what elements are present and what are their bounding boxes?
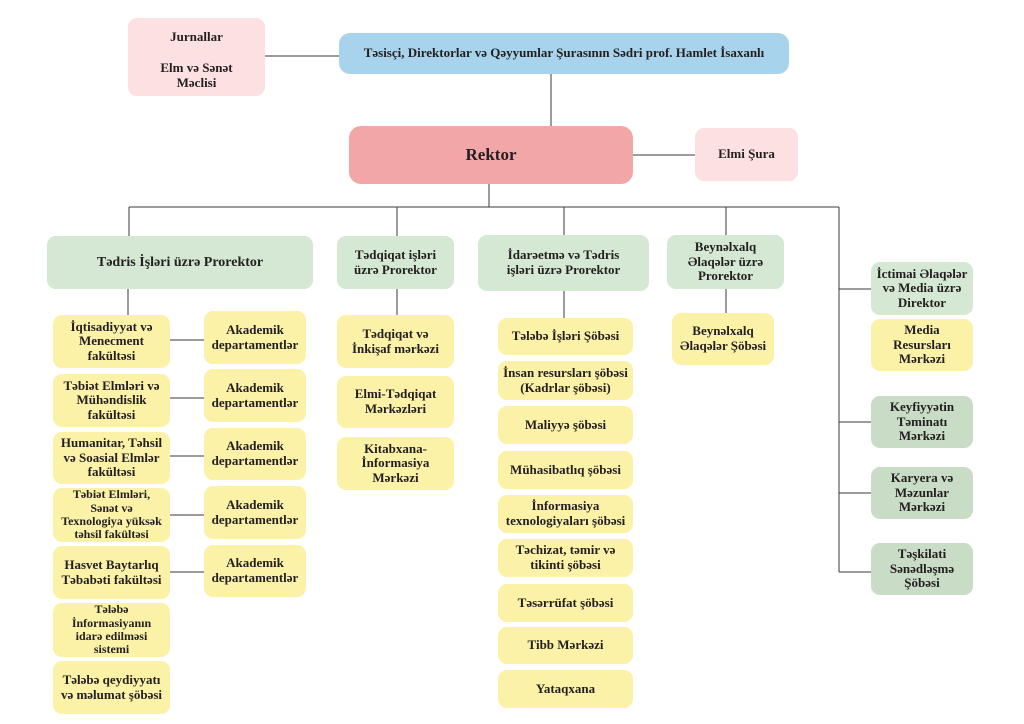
box-vice-rector-international: Beynəlxalq Əlaqələr üzrə Prorektor [667, 235, 784, 289]
box-faculty-natural-sciences-engineering: Təbiət Elmləri və Mühəndislik fakültəsi [53, 374, 170, 427]
box-vice-rector-administration: İdarəetmə və Tədris işləri üzrə Prorekto… [478, 235, 649, 291]
box-dormitory: Yataqxana [498, 670, 633, 708]
box-student-information-system: Tələbə İnformasiyanın idarə edilməsi sis… [53, 602, 170, 657]
box-organizational-documentation: Təşkilati Sənədləşmə Şöbəsi [871, 543, 973, 595]
box-student-affairs: Tələbə İşləri Şöbəsi [498, 318, 633, 355]
box-international-relations-office: Beynəlxalq Əlaqələr Şöbəsi [672, 313, 774, 365]
box-library-information-center: Kitabxana- İnformasiya Mərkəzi [337, 437, 454, 490]
box-quality-assurance-center: Keyfiyyətin Təminatı Mərkəzi [871, 396, 973, 448]
box-director-public-relations: İctimai Əlaqələr və Media üzrə Direktor [871, 262, 973, 315]
box-faculty-humanities: Humanitar, Təhsil və Soasial Elmlər fakü… [53, 432, 170, 484]
box-procurement-construction: Təchizat, təmir və tikinti şöbəsi [498, 539, 633, 577]
box-medical-center: Tibb Mərkəzi [498, 627, 633, 664]
box-student-registration: Tələbə qeydiyyatı və məlumat şöbəsi [53, 661, 170, 714]
box-faculty-natural-sciences-arts: Təbiət Elmləri, Sənət və Texnologiya yük… [53, 487, 170, 542]
box-vice-rector-teaching: Tədris İşləri üzrə Prorektor [47, 236, 313, 289]
box-academic-departments: Akademik departamentlər [204, 428, 306, 480]
box-founder-chairman: Təsisçi, Direktorlar və Qəyyumlar Şurası… [339, 33, 789, 74]
box-vice-rector-research: Tədqiqat işləri üzrə Prorektor [337, 236, 454, 289]
box-research-centers: Elmi-Tədqiqat Mərkəzləri [337, 376, 454, 428]
box-academic-departments: Akademik departamentlər [204, 369, 306, 422]
box-science-art-council: Elm və Sənət Məclisi [128, 56, 265, 96]
box-research-development-center: Tədqiqat və İnkişaf mərkəzi [337, 315, 454, 368]
box-human-resources: İnsan resursları şöbəsi (Kadrlar şöbəsi) [498, 361, 633, 400]
box-rector: Rektor [349, 126, 633, 184]
box-faculty-economics: İqtisadiyyat və Menecment fakültəsi [53, 315, 170, 368]
box-academic-departments: Akademik departamentlər [204, 545, 306, 597]
box-academic-departments: Akademik departamentlər [204, 486, 306, 539]
box-academic-departments: Akademik departamentlər [204, 311, 306, 364]
box-career-alumni-center: Karyera və Məzunlar Mərkəzi [871, 467, 973, 519]
box-information-technology: İnformasiya texnologiyaları şöbəsi [498, 495, 633, 533]
box-faculty-veterinary: Hasvet Baytarlıq Təbabəti fakültəsi [53, 546, 170, 599]
box-facilities: Təsərrüfat şöbəsi [498, 584, 633, 622]
box-media-resources-center: Media Resursları Mərkəzi [871, 319, 973, 371]
box-scientific-council: Elmi Şura [695, 128, 798, 181]
box-journals: Jurnallar [128, 18, 265, 56]
box-finance: Maliyyə şöbəsi [498, 406, 633, 444]
box-accounting: Mühasibatlıq şöbəsi [498, 451, 633, 489]
